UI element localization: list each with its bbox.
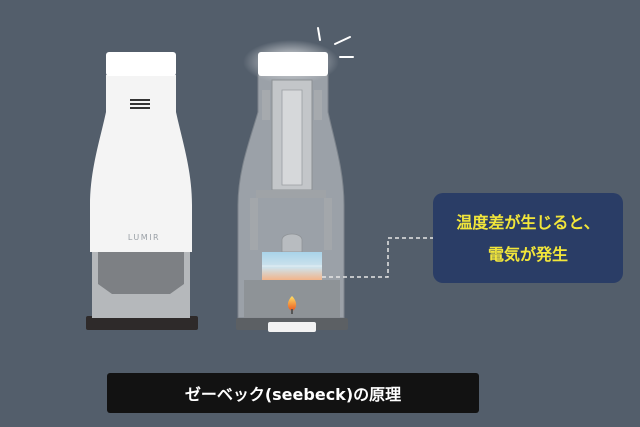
vent-lines-icon: [130, 99, 150, 109]
seebeck-callout: 温度差が生じると、 電気が発生: [433, 193, 623, 283]
frame-left: [250, 198, 258, 250]
caption-text: ゼーベック(seebeck)の原理: [184, 385, 402, 404]
lantern-foot: [86, 316, 198, 330]
lantern-cutaway: [236, 27, 354, 332]
lantern-cap: [106, 52, 176, 76]
lantern-body: [90, 75, 192, 252]
wick: [291, 309, 293, 314]
callout-leader-line: [322, 237, 433, 278]
frame-right: [324, 198, 332, 250]
lantern-inner-chamber: [98, 252, 184, 294]
module-dome: [281, 233, 303, 253]
flame-icon: [287, 296, 297, 311]
callout-line-2: 電気が発生: [487, 245, 568, 264]
cutaway-cap: [258, 52, 328, 76]
lantern-exterior: [86, 52, 198, 330]
light-rays-icon: [317, 27, 354, 58]
inner-tube: [281, 89, 303, 186]
bracket-right: [314, 90, 322, 120]
cutaway-foot-plate: [268, 322, 316, 332]
callout-line-1: 温度差が生じると、: [456, 213, 600, 232]
brand-logo: LUMIR: [127, 233, 161, 242]
frame-bar: [256, 190, 326, 198]
bracket-left: [262, 90, 270, 120]
caption-bar: ゼーベック(seebeck)の原理: [107, 373, 479, 413]
